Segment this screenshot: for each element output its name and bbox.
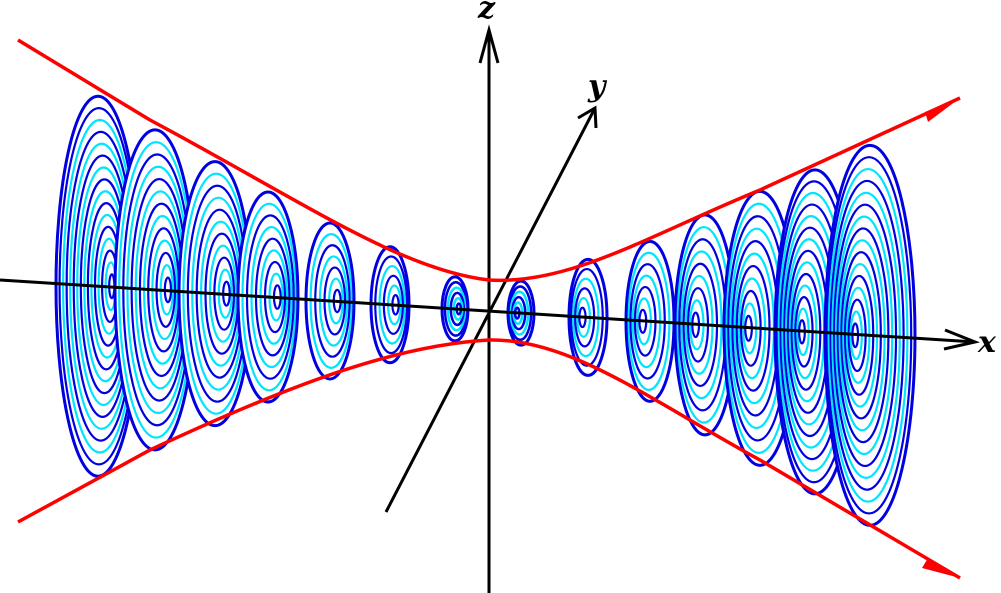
y-axis-label: y <box>587 69 608 104</box>
z-axis-label: z <box>477 0 496 26</box>
profile-curves <box>17 38 961 580</box>
lower-arrowhead-icon <box>922 558 960 578</box>
x-axis-label: x <box>977 325 997 360</box>
z-axis-arrowhead-icon <box>478 24 500 64</box>
x-axis-arrowhead-icon <box>943 328 981 351</box>
upper-profile-curve <box>17 38 961 283</box>
y-axis: y <box>384 69 608 513</box>
upper-arrowhead-icon <box>925 98 960 122</box>
y-axis-arrowhead-icon <box>577 105 598 129</box>
lower-profile-curve <box>17 338 961 580</box>
z-axis: z <box>477 0 500 593</box>
